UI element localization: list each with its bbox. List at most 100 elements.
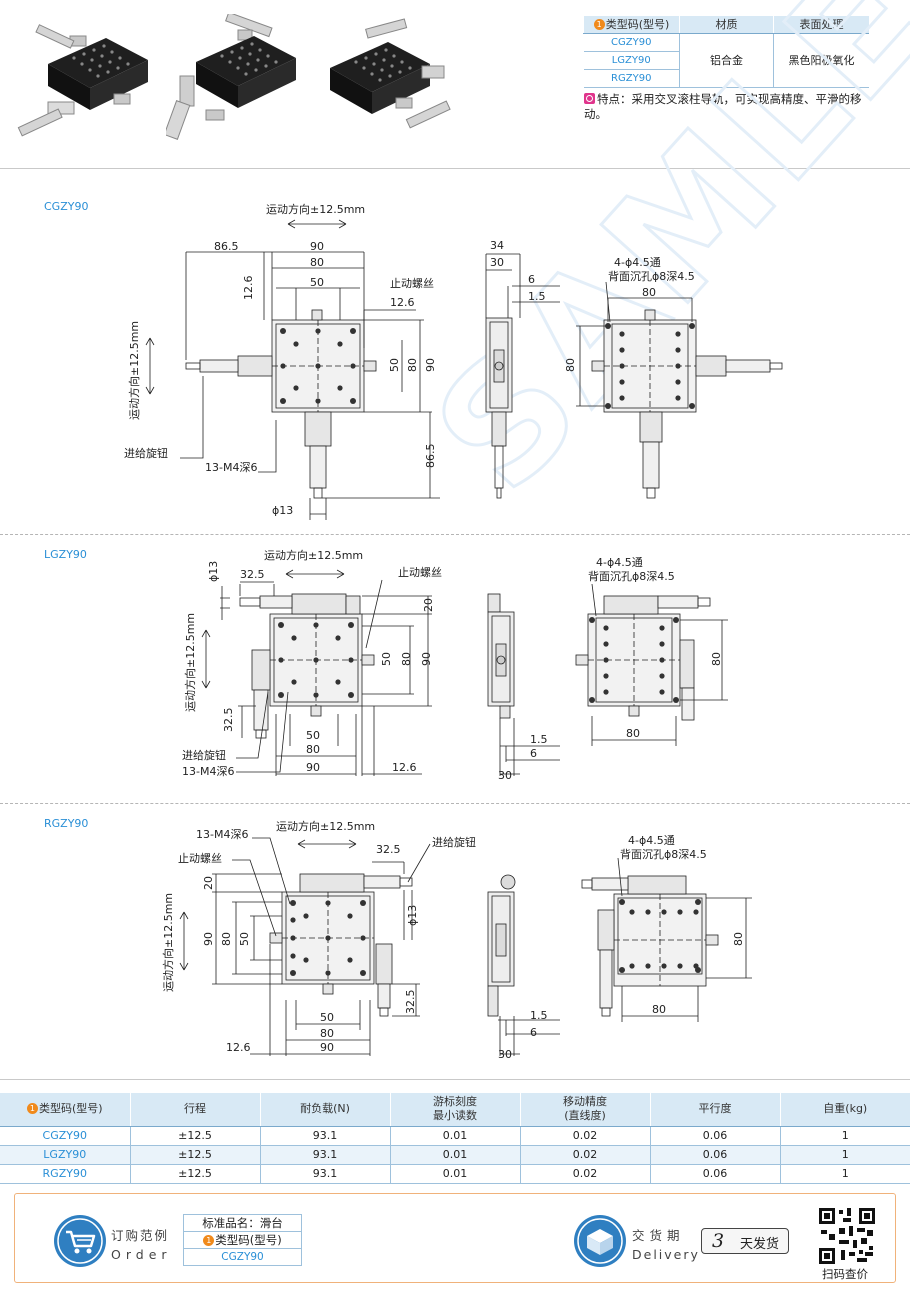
- dim-text: 80: [626, 727, 640, 740]
- dim-text: 90: [420, 652, 433, 666]
- dim-text: 12.6: [242, 276, 255, 301]
- dim-text: 32.5: [222, 708, 235, 733]
- dim-text: 32.5: [404, 990, 417, 1015]
- col-header-stroke: 行程: [129, 1093, 260, 1127]
- dim-text: 20: [422, 598, 435, 612]
- cell-weight: 1: [779, 1164, 910, 1184]
- dim-text: ϕ13: [207, 561, 220, 582]
- dim-text: 背面沉孔ϕ8深4.5: [588, 569, 675, 583]
- table-row: RGZY90 ±12.5 93.1 0.01 0.02 0.06 1: [0, 1164, 910, 1184]
- dim-text: 90: [306, 761, 320, 774]
- dim-text: 运动方向±12.5mm: [264, 548, 363, 562]
- feature-note: 特点：采用交叉滚柱导轨，可实现高精度、平滑的移动。: [584, 92, 862, 121]
- cell-accuracy: 0.02: [519, 1126, 650, 1146]
- dim-text: 4-ϕ4.5通: [596, 556, 643, 569]
- product-photo-rgzy: [330, 18, 451, 129]
- dim-text: 30: [498, 1048, 512, 1061]
- cell-weight: 1: [779, 1126, 910, 1146]
- spec-surface: 黑色阳极氧化: [773, 33, 869, 88]
- dim-text: 13-M4深6: [196, 828, 248, 841]
- dim-text: 50: [320, 1011, 334, 1024]
- cell-accuracy: 0.02: [519, 1164, 650, 1184]
- cell-stroke: ±12.5: [129, 1126, 260, 1146]
- dim-text: 1.5: [530, 1009, 548, 1022]
- col-header-weight: 自重(kg): [779, 1093, 910, 1127]
- dim-text: 13-M4深6: [205, 461, 257, 474]
- dim-text: 20: [202, 876, 215, 890]
- dim-text: 50: [310, 276, 324, 289]
- cell-vernier: 0.01: [389, 1145, 520, 1165]
- spec-header-surface: 表面处理: [773, 16, 869, 34]
- dim-text: 50: [306, 729, 320, 742]
- dim-text: 80: [310, 256, 324, 269]
- dim-text: 80: [564, 358, 577, 372]
- drawing-frame: [0, 168, 910, 1080]
- dim-text: 32.5: [240, 568, 265, 581]
- dim-text: 止动螺丝: [398, 566, 442, 579]
- dim-text: 50: [380, 652, 393, 666]
- dim-text: 90: [202, 932, 215, 946]
- dim-text: 6: [530, 1026, 537, 1039]
- table-row: CGZY90 ±12.5 93.1 0.01 0.02 0.06 1: [0, 1126, 910, 1146]
- section-divider: [0, 534, 910, 535]
- dim-text: 80: [732, 932, 745, 946]
- dim-text: 进给旋钮: [432, 835, 476, 849]
- dim-text: 4-ϕ4.5通: [614, 256, 661, 269]
- cell-accuracy: 0.02: [519, 1145, 650, 1165]
- number-badge: 1: [203, 1235, 215, 1246]
- cell-vernier: 0.01: [389, 1164, 520, 1184]
- qr-label: 扫码查价: [822, 1267, 868, 1281]
- dim-text: 80: [406, 358, 419, 372]
- cell-type: LGZY90: [0, 1145, 130, 1165]
- dim-text: 50: [238, 932, 251, 946]
- dim-text: 运动方向±12.5mm: [266, 202, 365, 216]
- dim-text: 运动方向±12.5mm: [127, 321, 141, 420]
- dim-text: 80: [652, 1003, 666, 1016]
- product-photo-cgzy: [17, 24, 148, 137]
- cell-weight: 1: [779, 1145, 910, 1165]
- order-label: 订购范例 Order: [111, 1228, 172, 1262]
- dim-text: 80: [710, 652, 723, 666]
- spec-material: 铝合金: [679, 33, 774, 88]
- number-badge: 1: [26, 1103, 38, 1115]
- standard-name: 标准品名：滑台: [183, 1214, 302, 1232]
- dim-text: 86.5: [424, 444, 437, 469]
- cell-type: CGZY90: [0, 1126, 130, 1146]
- feature-icon: [584, 93, 595, 104]
- dim-text: 运动方向±12.5mm: [161, 893, 175, 992]
- dim-text: 1.5: [528, 290, 546, 303]
- dim-text: 6: [528, 273, 535, 286]
- cell-parallelism: 0.06: [649, 1164, 780, 1184]
- dim-text: 背面沉孔ϕ8深4.5: [608, 269, 695, 283]
- cell-parallelism: 0.06: [649, 1126, 780, 1146]
- dim-text: 6: [530, 747, 537, 760]
- cell-parallelism: 0.06: [649, 1145, 780, 1165]
- dim-text: 1.5: [530, 733, 548, 746]
- dim-text: 止动螺丝: [390, 277, 434, 290]
- dim-text: 90: [424, 358, 437, 372]
- dim-text: 90: [310, 240, 324, 253]
- section-divider: [0, 803, 910, 804]
- example-code: CGZY90: [183, 1248, 302, 1266]
- product-photo-lgzy: [166, 14, 296, 140]
- section-label-cgzy: CGZY90: [44, 200, 89, 213]
- dim-text: 80: [400, 652, 413, 666]
- dim-text: 12.6: [390, 296, 415, 309]
- dim-text: ϕ13: [406, 905, 419, 926]
- dim-text: 进给旋钮: [182, 748, 226, 762]
- spec-row-code: LGZY90: [583, 51, 680, 70]
